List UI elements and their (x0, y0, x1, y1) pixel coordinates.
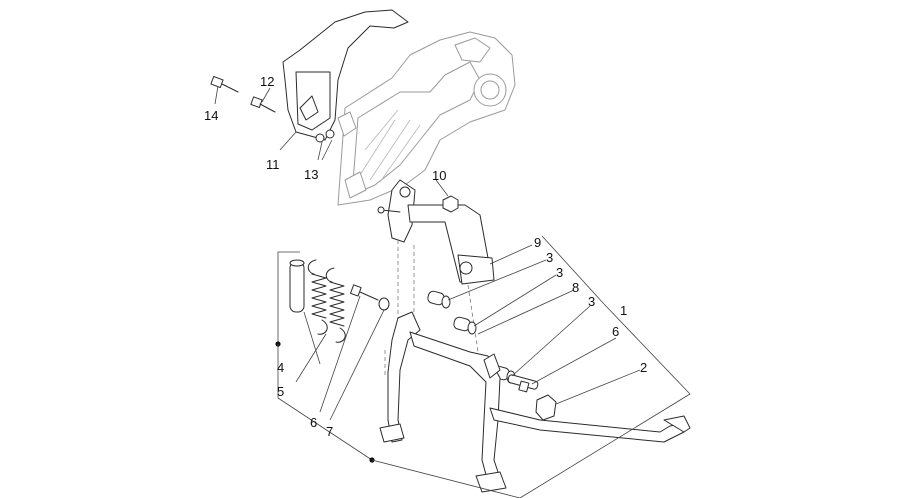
callout-7: 7 (326, 424, 333, 439)
bolt-part-14 (210, 76, 239, 93)
callout-3-b: 3 (556, 265, 563, 280)
leader-lines (214, 85, 641, 421)
callout-1: 1 (620, 303, 627, 318)
stand-mount-bracket-part-9 (377, 179, 495, 285)
callout-9: 9 (534, 235, 541, 250)
callout-4: 4 (277, 360, 284, 375)
stopper-part-2 (535, 394, 557, 421)
bolt-part-6-left (350, 284, 379, 301)
washer-part-7 (378, 297, 390, 311)
assembly-guides (384, 240, 481, 378)
callout-6-right: 6 (612, 324, 619, 339)
callout-2: 2 (640, 360, 647, 375)
engine-frame (337, 31, 516, 206)
bushing-part-3-b (453, 316, 477, 335)
kit-bracket-lines (275, 235, 691, 498)
callout-3-c: 3 (588, 294, 595, 309)
callout-13: 13 (304, 167, 318, 182)
bushing-part-3-a (427, 290, 451, 309)
callout-14: 14 (204, 108, 218, 123)
shield-bracket-part-11 (282, 9, 409, 143)
callout-labels: 12 14 11 13 10 9 3 3 8 3 1 6 2 4 5 6 7 (204, 74, 647, 439)
callout-3-a: 3 (546, 250, 553, 265)
callout-12: 12 (260, 74, 274, 89)
sleeve-part-4 (289, 259, 305, 313)
main-stand-part-1 (379, 311, 691, 493)
callout-5: 5 (277, 384, 284, 399)
callout-11: 11 (266, 157, 280, 172)
nut-part-10 (442, 195, 459, 213)
spring-part-5-a (307, 259, 328, 335)
callout-10: 10 (432, 168, 446, 183)
callout-8: 8 (572, 280, 579, 295)
bolt-part-12 (250, 96, 276, 113)
bolt-part-6-right (518, 380, 530, 393)
callout-6-left: 6 (310, 415, 317, 430)
spring-part-5-b (325, 267, 346, 343)
